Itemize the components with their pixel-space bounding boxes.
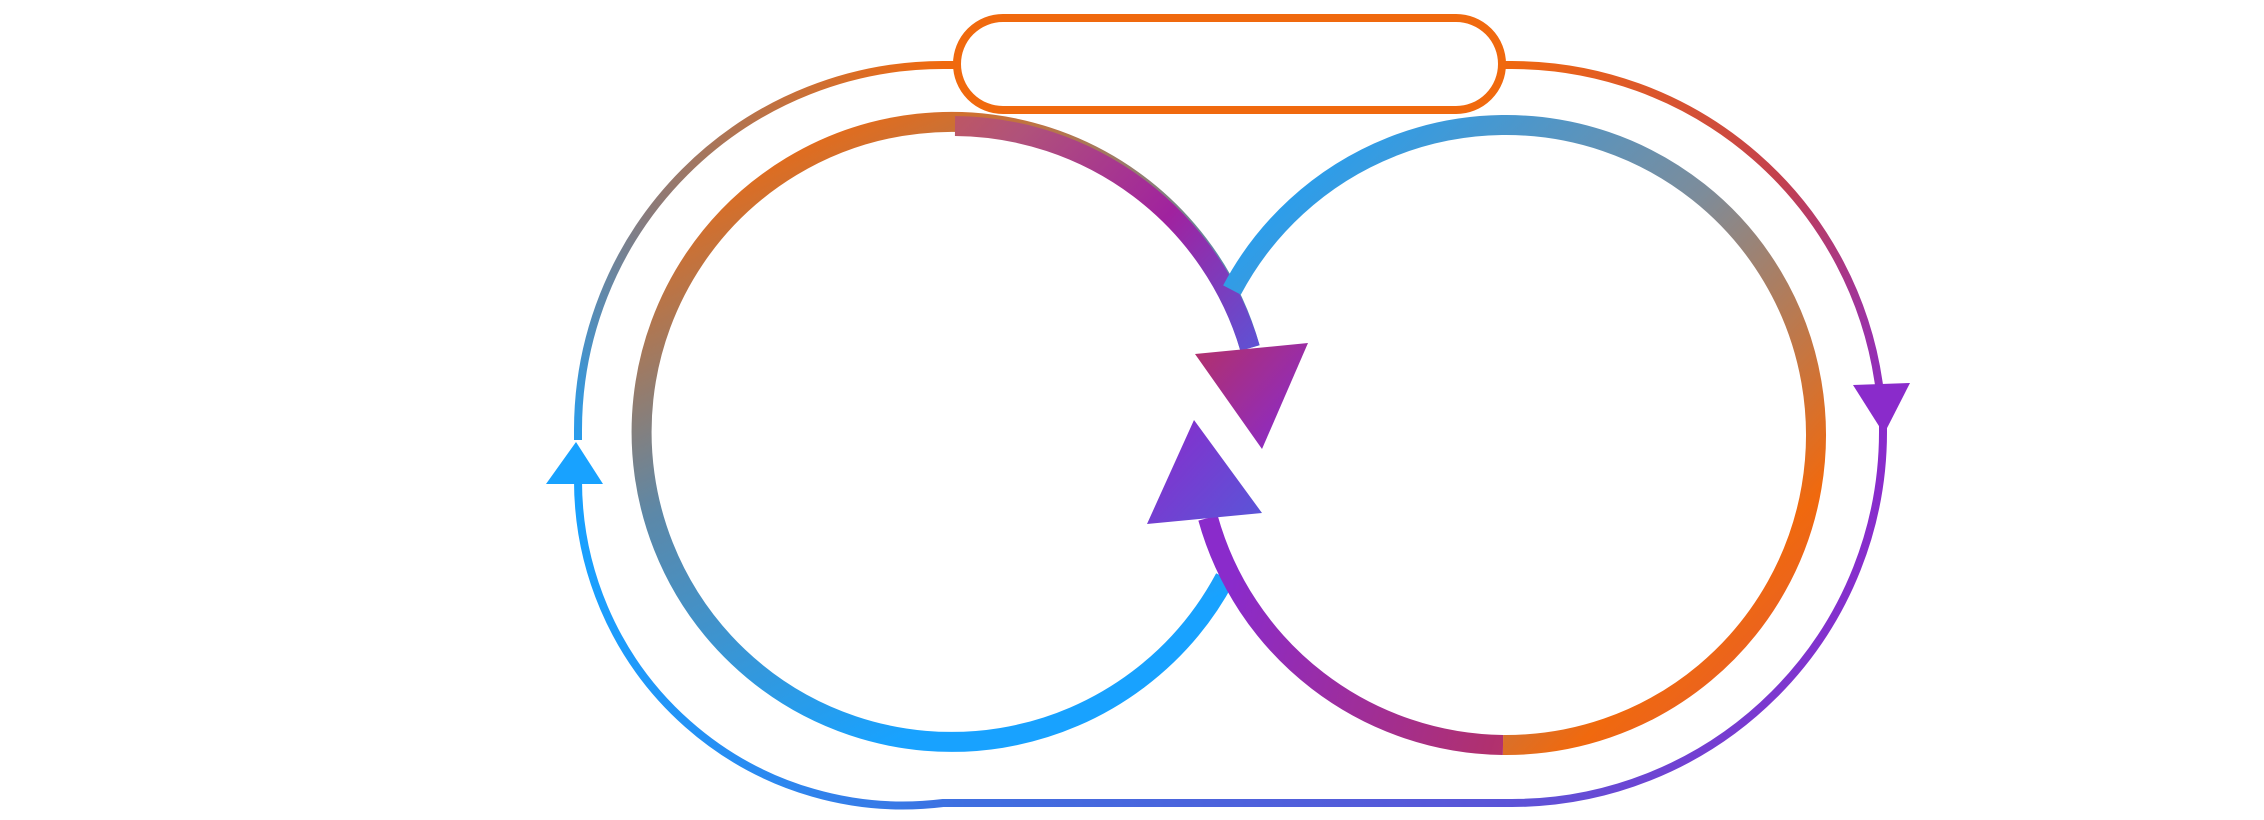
- outer-right-arrow: [1853, 383, 1910, 434]
- title-pill: [953, 14, 1506, 114]
- left-loop-ring-upper: [954, 116, 1260, 351]
- right-loop-ring: [1223, 115, 1826, 756]
- outer-track-bottom: [573, 425, 1887, 810]
- outer-track-right: [1502, 61, 1883, 386]
- outer-left-arrow: [546, 442, 603, 484]
- right-loop-arrow: [1147, 420, 1262, 524]
- left-loop-arrow: [1195, 343, 1308, 449]
- outer-track-left: [574, 61, 957, 440]
- right-loop-ring-lower: [1198, 515, 1504, 755]
